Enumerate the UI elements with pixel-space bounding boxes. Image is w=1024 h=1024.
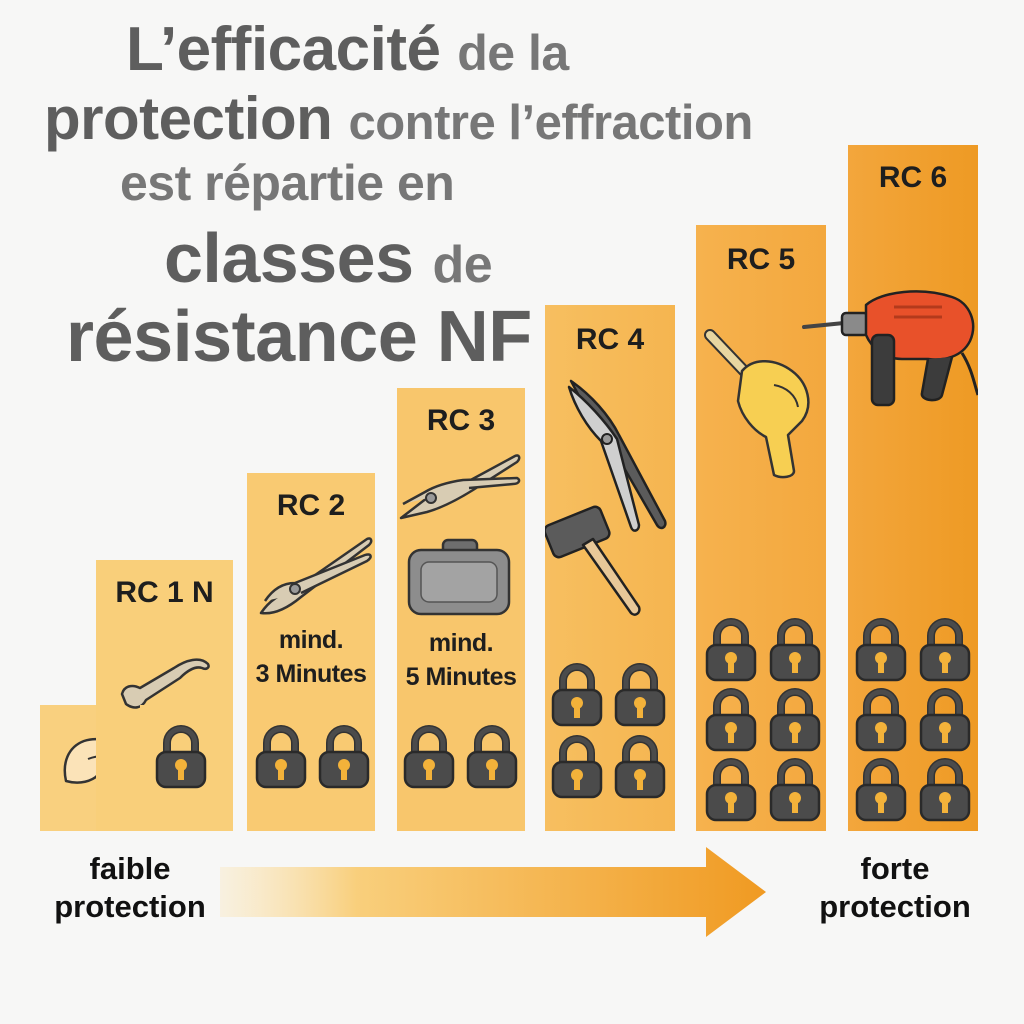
class-label: RC 1 N bbox=[115, 576, 214, 609]
lock-icon bbox=[918, 758, 972, 822]
class-label: RC 2 bbox=[276, 489, 346, 522]
lock-icon bbox=[465, 725, 519, 789]
lock-icon bbox=[402, 725, 456, 789]
crowbar-icon bbox=[112, 648, 212, 712]
lock-icon bbox=[550, 663, 604, 727]
resistance-time: mind. 5 Minutes bbox=[405, 629, 517, 691]
lock-icon bbox=[918, 688, 972, 752]
class-label: RC 6 bbox=[878, 161, 948, 194]
strong-protection-label: forte protection bbox=[819, 851, 971, 924]
column-rc1n-lower bbox=[140, 705, 233, 831]
hammer-drill-icon bbox=[802, 283, 978, 413]
snips-icon bbox=[561, 377, 671, 537]
lock-icon bbox=[550, 735, 604, 799]
column-rc3: RC 3 mind. 5 Minutes bbox=[397, 388, 525, 831]
lock-icon bbox=[854, 618, 908, 682]
cordless-drill-icon bbox=[702, 325, 816, 479]
column-rc6: RC 6 bbox=[802, 145, 978, 831]
lock-icon bbox=[317, 725, 371, 789]
lock-icon bbox=[704, 618, 758, 682]
headline-line-5: résistance NF bbox=[66, 297, 532, 377]
lock-icon bbox=[768, 688, 822, 752]
lock-icon bbox=[613, 663, 667, 727]
lock-icon bbox=[854, 688, 908, 752]
resistance-time: mind. 3 Minutes bbox=[255, 626, 367, 688]
lock-icon bbox=[154, 725, 208, 789]
headline-line-2: protection contre l’effraction bbox=[44, 85, 753, 152]
class-label: RC 4 bbox=[575, 323, 645, 356]
lock-icon bbox=[768, 758, 822, 822]
lock-icon bbox=[704, 688, 758, 752]
lock-icon bbox=[254, 725, 308, 789]
lock-icon bbox=[613, 735, 667, 799]
protection-arrow bbox=[220, 845, 770, 940]
lock-icon bbox=[704, 758, 758, 822]
weak-protection-label: faible protection bbox=[54, 851, 206, 924]
lock-icon bbox=[768, 618, 822, 682]
headline-line-1: L’efficacité de la bbox=[126, 15, 569, 84]
pliers-icon bbox=[397, 448, 521, 528]
headline-line-4: classes de bbox=[164, 219, 493, 297]
pliers-icon bbox=[255, 531, 375, 623]
headline: L’efficacité de la protection contre l’e… bbox=[0, 0, 1024, 380]
lock-icon bbox=[854, 758, 908, 822]
headline-line-3: est répartie en bbox=[120, 155, 455, 211]
column-rc4: RC 4 bbox=[545, 305, 675, 831]
column-rc2: RC 2 mind. 3 Minutes bbox=[247, 473, 375, 831]
hammer-icon bbox=[545, 495, 645, 619]
class-label: RC 3 bbox=[426, 404, 496, 437]
lock-icon bbox=[918, 618, 972, 682]
class-label: RC 5 bbox=[726, 243, 796, 276]
toolbox-icon bbox=[407, 538, 511, 616]
